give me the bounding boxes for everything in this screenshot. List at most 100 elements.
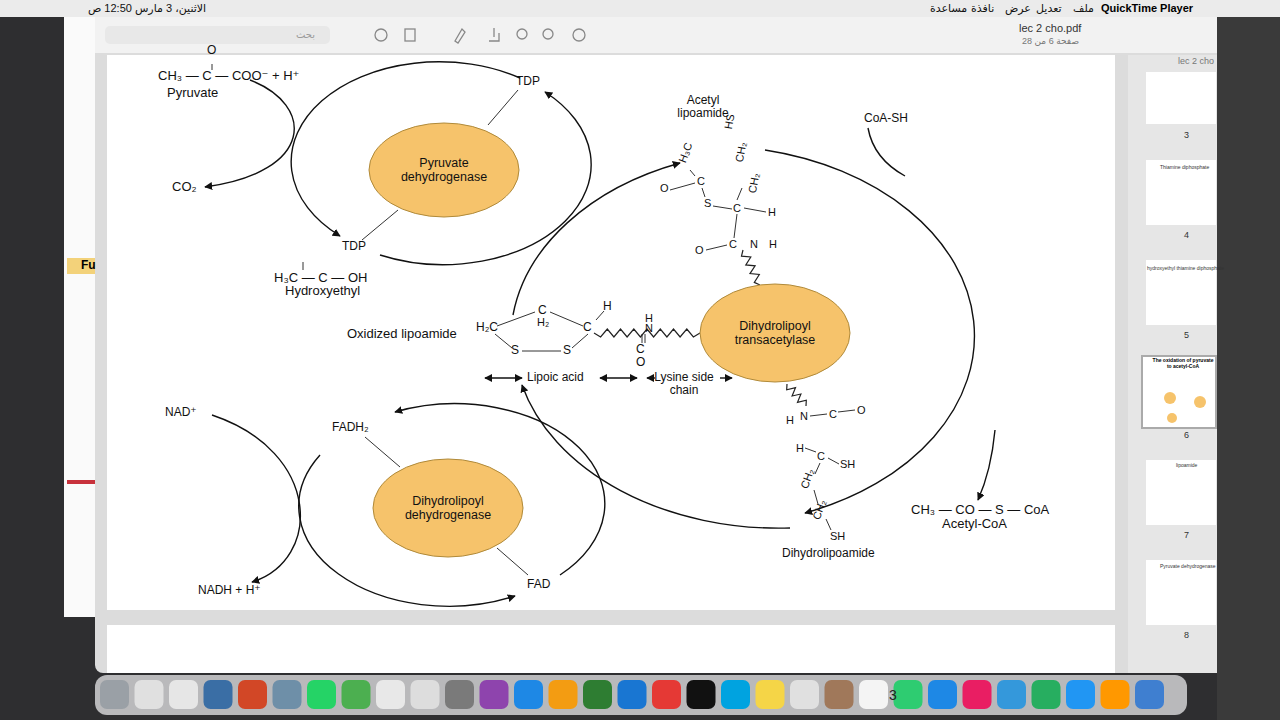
dock-icon	[376, 680, 405, 709]
dock-icon	[100, 680, 129, 709]
text-label: مساعدة	[930, 2, 967, 14]
text-label: FADH₂	[332, 421, 369, 434]
enzyme-oval: Dihydrolipoyl dehydrogenase	[372, 458, 524, 558]
span-arrow	[720, 377, 732, 378]
bond-line	[690, 170, 695, 176]
text-label: 4	[1184, 231, 1189, 241]
text-label: C	[697, 175, 705, 187]
dock-icon	[1032, 680, 1061, 709]
cycle-arrow	[513, 163, 680, 315]
toolbar-icon	[455, 29, 465, 43]
bond-line	[744, 208, 766, 212]
dock-icon	[721, 680, 750, 709]
cycle-arrow	[522, 385, 790, 528]
search-field	[105, 26, 330, 44]
leader-line	[497, 548, 528, 575]
text-label: Acetyl-CoA	[942, 517, 1007, 531]
toolbar-icons	[375, 28, 585, 43]
bond-line	[572, 334, 588, 348]
text-label: H	[769, 238, 777, 250]
text-label: Pyruvate dehydrogenase	[1160, 564, 1216, 570]
text-label: نافذة	[971, 2, 994, 14]
text-label: Lysine side chain	[650, 371, 718, 397]
text-label: CO₂	[172, 180, 197, 194]
toolbar-icon	[405, 29, 415, 41]
span-arrow	[485, 377, 522, 378]
text-label: lipoamide	[1176, 463, 1197, 469]
dock-icon	[1135, 680, 1164, 709]
reaction-arrow	[212, 415, 300, 582]
text-label: O	[636, 356, 645, 369]
text-label: Dihydrolipoamide	[782, 547, 875, 560]
bond-line	[805, 448, 816, 452]
span-arrow	[600, 377, 637, 378]
bond-line	[550, 312, 583, 326]
dock-icon	[445, 680, 474, 709]
text-label: 3	[1184, 131, 1189, 141]
text-label: ملف	[1073, 2, 1094, 14]
text-label: CoA-SH	[864, 112, 908, 125]
span-arrow	[647, 377, 655, 378]
oval-shape	[700, 284, 850, 382]
text-label: 7	[1184, 531, 1189, 541]
toolbar-icon	[517, 29, 527, 39]
bond-line	[495, 334, 512, 348]
oval-shape	[369, 123, 519, 217]
bond-line	[706, 245, 727, 250]
bond-line	[838, 410, 855, 412]
text-label: الاثنين، 3 مارس 12:50 ص	[88, 2, 206, 14]
bond-line	[828, 458, 839, 464]
background-line	[67, 480, 97, 484]
text-label: S	[563, 344, 571, 357]
thumbnail-mark	[1167, 413, 1177, 423]
text-label: تعديل	[1036, 2, 1062, 14]
dock-icon	[169, 680, 198, 709]
page-thumbnail	[1142, 356, 1216, 428]
toolbar-icon	[573, 29, 585, 41]
text-label: H	[768, 206, 776, 218]
text-label: C	[829, 408, 837, 420]
text-label: Oxidized lipoamide	[347, 327, 457, 341]
cycle-arrow	[380, 92, 591, 265]
text-label: Thiamine diphosphate	[1160, 165, 1209, 171]
text-label: S	[511, 344, 519, 357]
text-label: Pyruvate	[167, 86, 218, 100]
text-label: TDP	[342, 240, 366, 253]
desktop	[1217, 17, 1280, 720]
dock-icon	[756, 680, 785, 709]
dock-icon	[307, 680, 336, 709]
dock-icon	[273, 680, 302, 709]
text-label: hydroxyethyl thiamine diphosphate	[1147, 266, 1224, 272]
pdf-page	[107, 55, 1115, 610]
enzyme-text-box: Dihydrolipoyl dehydrogenase	[372, 458, 524, 558]
dock-icon	[652, 680, 681, 709]
dock-icon	[859, 680, 888, 709]
text-label: H	[796, 442, 804, 454]
dock-icon	[928, 680, 957, 709]
text-label: CH₃ — CO — S — CoA	[911, 503, 1049, 517]
dock-icon	[894, 680, 923, 709]
dock-icon	[618, 680, 647, 709]
menu-bar	[0, 0, 1280, 17]
text-label: H	[786, 414, 794, 426]
leader-line	[365, 437, 400, 467]
toolbar-icon	[543, 29, 553, 39]
thumbnail-sidebar	[1128, 55, 1217, 673]
text-label: 5	[1184, 331, 1189, 341]
bond-line	[670, 183, 695, 190]
text-label: lec 2 cho.pdf	[1019, 22, 1081, 34]
text-label: عرض	[1005, 2, 1031, 14]
bond-line	[737, 188, 742, 200]
text-label: N	[750, 238, 758, 250]
text-label: Fu	[81, 259, 96, 272]
thumbnail-mark	[1194, 396, 1206, 408]
text-label: 3	[889, 688, 897, 703]
text-label: TDP	[516, 75, 540, 88]
text-label: N	[800, 410, 808, 422]
toolbar-icon	[375, 29, 387, 41]
enzyme-text-box: Pyruvate dehydrogenase	[368, 122, 520, 218]
viewer-window	[95, 17, 1217, 673]
text-label: C	[817, 450, 825, 462]
text-label: C	[636, 343, 645, 356]
